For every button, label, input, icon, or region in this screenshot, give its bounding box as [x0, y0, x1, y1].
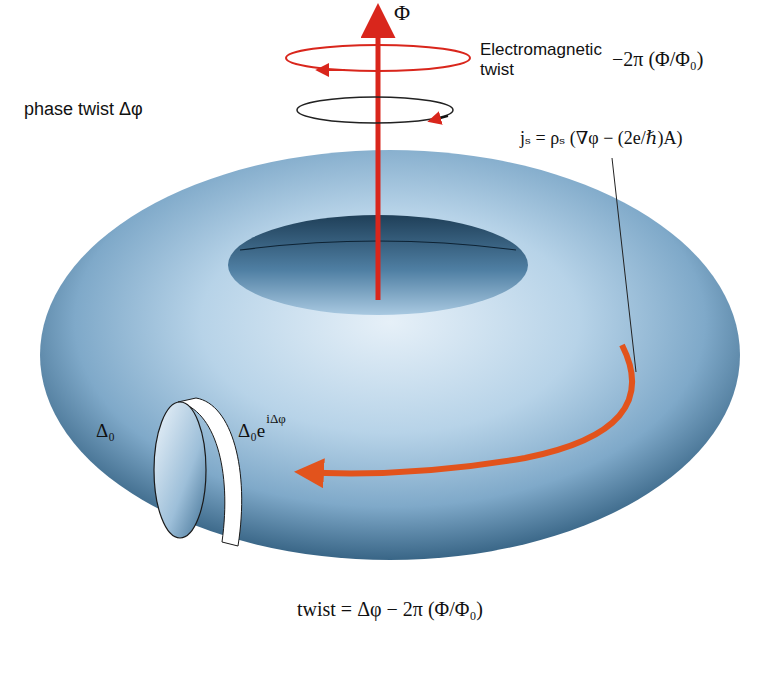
- em-twist-head: [318, 69, 345, 71]
- phase-exponent: iΔφ: [266, 412, 285, 427]
- twist-formula: −2π (Φ/Φ₀): [612, 48, 703, 71]
- current-formula: jₛ = ρₛ (∇φ − (2e/ℏ)A): [520, 128, 682, 149]
- twist-caption: Electromagnetic twist: [480, 40, 615, 79]
- gap-amplitude: Δ₀e: [238, 420, 265, 442]
- supercurrent-arrow: [300, 345, 632, 473]
- flux-arrow: [376, 10, 381, 300]
- phase-twist-head: [430, 116, 448, 121]
- twist-equation: twist = Δφ − 2π (Φ/Φ₀): [297, 598, 483, 621]
- flux-symbol: Φ: [394, 0, 410, 25]
- phase-twist-loop: [297, 97, 453, 123]
- torus-body: [40, 150, 740, 560]
- gap-amplitude: Δ₀: [96, 420, 115, 442]
- cross-section: [154, 402, 206, 538]
- em-twist-loop: [286, 45, 470, 71]
- leader-line: [612, 158, 636, 372]
- phase-label: phase twist Δφ: [24, 99, 143, 120]
